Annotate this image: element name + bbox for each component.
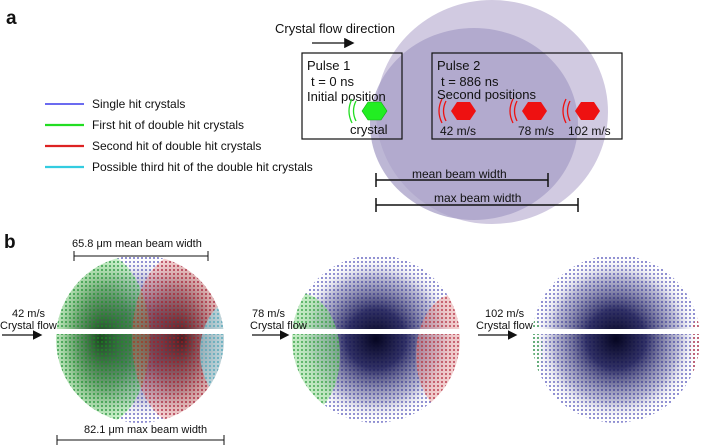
beam-gap xyxy=(290,329,462,334)
legend-label-first-hit: First hit of double hit crystals xyxy=(92,118,244,132)
max-width-um-bracket xyxy=(56,435,225,445)
beam-inner-ellipse xyxy=(370,28,578,220)
beam-gap xyxy=(55,329,230,334)
speed-102-label: 102 m/s xyxy=(485,308,525,320)
beam-map-42 xyxy=(56,255,224,423)
mean-beam-width-label: mean beam width xyxy=(412,167,507,181)
flow-direction-label: Crystal flow direction xyxy=(275,21,395,36)
beam-gap xyxy=(532,329,701,334)
crystal-red-icon xyxy=(509,98,547,124)
flow-78-label: Crystal flow xyxy=(250,320,307,332)
legend-label-third-hit: Possible third hit of the double hit cry… xyxy=(92,160,313,174)
speed-42-label: 42 m/s xyxy=(12,308,46,320)
pulse2-subtitle: Second positions xyxy=(437,87,537,102)
beam-map-102 xyxy=(532,255,700,423)
pulse1-time: t = 0 ns xyxy=(311,74,354,89)
pulse1-subtitle: Initial position xyxy=(307,89,386,104)
max-beam-width-bracket xyxy=(375,198,579,212)
pulse2-box xyxy=(431,52,623,140)
speed-label-78: 78 m/s xyxy=(518,124,554,138)
flow-102-label: Crystal flow xyxy=(476,320,533,332)
crystal-red-icon xyxy=(562,98,600,124)
speed-label-102: 102 m/s xyxy=(568,124,611,138)
pulse1-box xyxy=(301,52,403,140)
pulse2-title: Pulse 2 xyxy=(437,58,480,73)
crystal-green-icon xyxy=(348,98,388,124)
beam-map-78 xyxy=(292,255,460,423)
mean-beam-width-bracket xyxy=(375,173,549,187)
crystal-red-icon xyxy=(438,98,476,124)
mean-width-um-label: 65.8 μm mean beam width xyxy=(72,238,202,250)
speed-label-42: 42 m/s xyxy=(440,124,476,138)
flow-42-label: Crystal flow xyxy=(0,320,57,332)
max-width-um-label: 82.1 μm max beam width xyxy=(84,424,207,436)
crystal-label: crystal xyxy=(350,122,388,137)
max-beam-width-label: max beam width xyxy=(434,191,521,205)
legend: Single hit crystals First hit of double … xyxy=(45,97,313,174)
panel-b-label: b xyxy=(4,232,16,253)
speed-78-label: 78 m/s xyxy=(252,308,286,320)
legend-label-single: Single hit crystals xyxy=(92,97,185,111)
panel-a-label: a xyxy=(6,8,17,29)
legend-label-second-hit: Second hit of double hit crystals xyxy=(92,139,261,153)
pulse2-time: t = 886 ns xyxy=(441,74,499,89)
pulse1-title: Pulse 1 xyxy=(307,58,350,73)
